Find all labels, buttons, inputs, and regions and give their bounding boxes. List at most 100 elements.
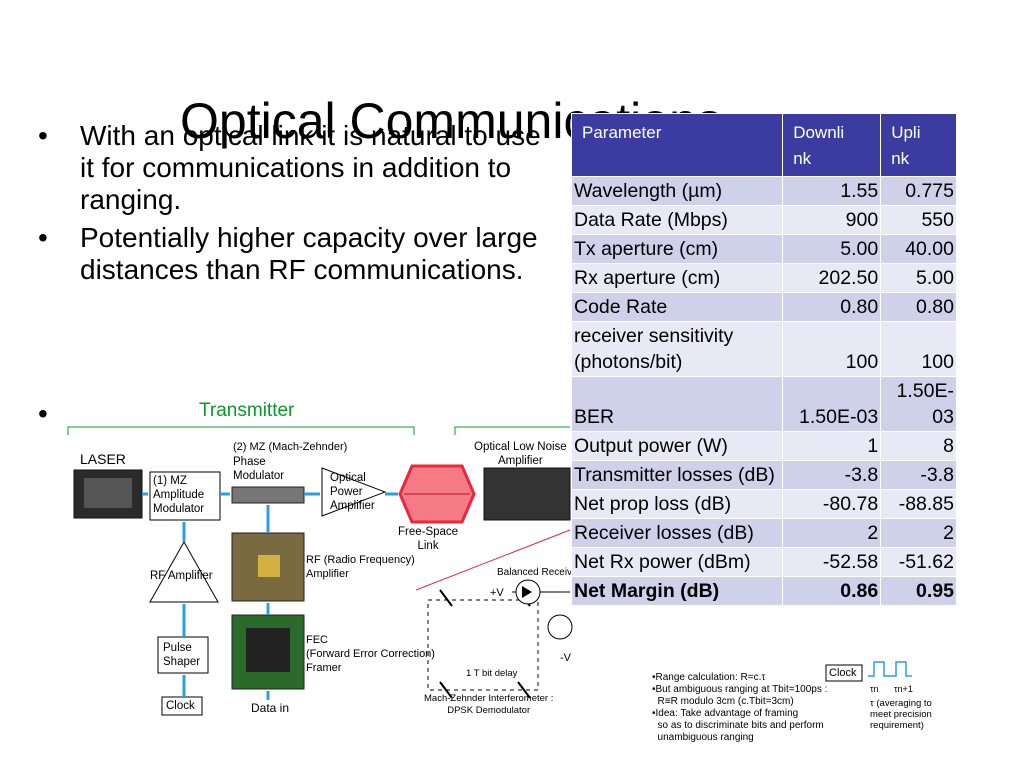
cell-up: 0.775 xyxy=(880,176,957,206)
mz-amplitude-box xyxy=(149,471,221,521)
cell-up: 2 xyxy=(880,518,957,548)
diode-top-symbol xyxy=(522,586,532,598)
balanced-receiver-label: Balanced Receive xyxy=(497,567,578,578)
cell-up: 5.00 xyxy=(880,263,957,293)
cell-up: 1.50E-03 xyxy=(880,376,957,432)
tau-n1-label: τn+1 xyxy=(894,684,913,694)
cell-param: Net Rx power (dBm) xyxy=(570,547,784,577)
diode-bottom xyxy=(547,614,573,640)
pulse-shaper-label: Pulse Shaper xyxy=(163,642,201,668)
rf-amp-label: RF Amplifier xyxy=(150,570,213,582)
cell-up: 0.95 xyxy=(880,576,957,606)
red-guide-1 xyxy=(415,529,571,591)
bullet-item: • Potentially higher capacity over large… xyxy=(36,222,556,286)
bullet-dot: • xyxy=(38,120,48,151)
cell-param: Output power (W) xyxy=(570,431,784,461)
cell-param: Data Rate (Mbps) xyxy=(570,205,784,235)
tau-n-label: τn xyxy=(870,684,879,694)
cell-up: 550 xyxy=(880,205,957,235)
cell-down: 1 xyxy=(782,431,882,461)
cell-param: Code Rate xyxy=(570,292,784,322)
fec-label: FEC (Forward Error Correction) Framer xyxy=(306,634,435,674)
cell-up: -88.85 xyxy=(880,489,957,519)
bullet-list: • With an optical link it is natural to … xyxy=(36,120,556,292)
table-row: Net Rx power (dBm)-52.58-51.62 xyxy=(570,547,957,577)
table-row: Transmitter losses (dB)-3.8-3.8 xyxy=(570,460,957,490)
mzi-label: Mach-Zehnder Interferometer : DPSK Demod… xyxy=(424,693,554,716)
tau-note: τ (averaging to meet precision requireme… xyxy=(870,698,932,731)
cell-param: Net Margin (dB) xyxy=(570,576,784,606)
receiver-bracket xyxy=(454,426,570,435)
rf-amp-chip xyxy=(258,555,280,577)
cell-down: 900 xyxy=(782,205,882,235)
bullet-dot: • xyxy=(38,222,48,253)
cell-down: 0.86 xyxy=(782,576,882,606)
cell-down: 2 xyxy=(782,518,882,548)
delay-label: 1 T bit delay xyxy=(466,668,518,679)
cell-up: 100 xyxy=(880,321,957,377)
transmitter-label: Transmitter xyxy=(199,400,295,421)
cell-up: 0.80 xyxy=(880,292,957,322)
mz-phase-label: Phase Modulator xyxy=(233,456,285,482)
bullet-item: • With an optical link it is natural to … xyxy=(36,120,556,216)
cell-param: Rx aperture (cm) xyxy=(570,263,784,293)
cell-down: -80.78 xyxy=(782,489,882,519)
table-row: Net prop loss (dB)-80.78-88.85 xyxy=(570,489,957,519)
cell-up: -51.62 xyxy=(880,547,957,577)
phase-modulator-photo xyxy=(231,486,305,504)
clock2-box xyxy=(825,664,863,682)
cell-down: 202.50 xyxy=(782,263,882,293)
rf-amp-triangle xyxy=(149,540,219,603)
bullet-text: With an optical link it is natural to us… xyxy=(80,120,541,215)
optical-amp-triangle xyxy=(321,467,387,517)
data-in-label: Data in xyxy=(251,701,290,715)
header-uplink: Upli nk xyxy=(880,113,957,177)
cell-param: BER xyxy=(570,376,784,432)
cell-param: Transmitter losses (dB) xyxy=(570,460,784,490)
fec-chip xyxy=(246,628,290,672)
cell-down: 0.80 xyxy=(782,292,882,322)
cell-up: -3.8 xyxy=(880,460,957,490)
free-space-label: Free-Space Link xyxy=(398,526,459,552)
cell-param: Receiver losses (dB) xyxy=(570,518,784,548)
cell-down: 1.55 xyxy=(782,176,882,206)
cell-down: -3.8 xyxy=(782,460,882,490)
transmitter-bracket xyxy=(67,426,415,435)
optical-lna-label: Optical Low Noise Amplifier xyxy=(474,441,567,467)
clock-waveform xyxy=(868,661,912,677)
minus-v-label: -V xyxy=(560,652,571,664)
bullet-text: Potentially higher capacity over large d… xyxy=(80,222,538,285)
laser-label: LASER xyxy=(80,451,126,467)
mz-amplitude-label: (1) MZ Amplitude Modulator xyxy=(153,475,205,515)
empty-bullet-dot: • xyxy=(38,398,48,429)
cell-up: 40.00 xyxy=(880,234,957,264)
cell-down: 100 xyxy=(782,321,882,377)
mirror-4 xyxy=(517,681,531,699)
link-budget-table: Parameter Downli nk Upli nk Wavelength (… xyxy=(570,113,957,606)
laser-photo-detail xyxy=(84,478,132,508)
cell-param: receiver sensitivity (photons/bit) xyxy=(570,321,784,377)
mirror-1 xyxy=(439,589,453,607)
rf-label: RF (Radio Frequency) Amplifier xyxy=(306,554,415,580)
header-parameter: Parameter xyxy=(570,113,784,177)
cell-down: 5.00 xyxy=(782,234,882,264)
optical-lna-photo xyxy=(483,467,571,521)
mz-phase-number: (2) MZ (Mach-Zehnder) xyxy=(233,441,348,453)
cell-param: Wavelength (µm) xyxy=(570,176,784,206)
cell-up: 8 xyxy=(880,431,957,461)
plus-v-label: +V xyxy=(490,587,504,599)
range-calc-notes: •Range calculation: R=c.τ •But ambiguous… xyxy=(652,672,828,743)
pulse-shaper-box xyxy=(157,636,209,674)
header-downlink: Downli nk xyxy=(782,113,882,177)
